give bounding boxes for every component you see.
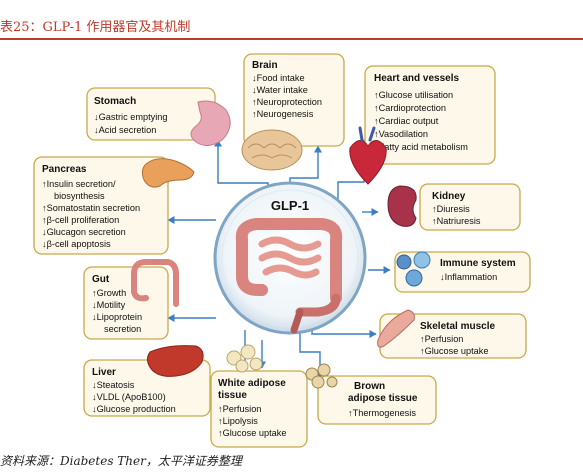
gut-item: ↑Growth: [92, 288, 126, 298]
kidney-title: Kidney: [432, 191, 466, 202]
stomach-title: Stomach: [94, 96, 136, 107]
gut-box: [83, 266, 169, 340]
pancreas-item: ↑Somatostatin secretion: [42, 203, 140, 213]
figure-header: 表25：GLP-1 作用器官及其机制: [0, 0, 583, 40]
pancreas-box: [33, 156, 169, 255]
brown-adipose-box: [317, 375, 437, 425]
immune-item: ↓Inflammation: [440, 272, 497, 282]
white-adipose-item: ↑Perfusion: [218, 404, 261, 414]
liver-icon: [146, 345, 204, 377]
muscle-node: Skeletal muscle ↑Perfusion ↑Glucose upta…: [377, 309, 527, 359]
heart-icon: [349, 126, 387, 185]
kidney-item: ↑Diuresis: [432, 204, 470, 214]
pancreas-item: ↑Insulin secretion/: [42, 179, 116, 189]
glp1-center: GLP-1: [213, 181, 367, 335]
brain-item: ↓Food intake: [252, 73, 305, 83]
stomach-node: Stomach ↓Gastric emptying ↓Acid secretio…: [86, 87, 231, 146]
gut-title: Gut: [92, 274, 110, 285]
brown-adipose-title-line2: adipose tissue: [348, 393, 418, 404]
pancreas-title: Pancreas: [42, 164, 87, 175]
kidney-box: [419, 183, 521, 231]
center-label: GLP-1: [271, 198, 309, 213]
white-adipose-item: ↑Lipolysis: [218, 416, 258, 426]
kidney-node: Kidney ↑Diuresis ↑Natriuresis: [387, 183, 521, 231]
white-adipose-box: [210, 370, 308, 448]
figure-source: 资料来源：Diabetes Ther，太平洋证券整理: [0, 454, 242, 468]
muscle-item: ↑Glucose uptake: [420, 346, 488, 356]
brain-item: ↓Water intake: [252, 85, 308, 95]
heart-box: [364, 65, 496, 165]
pancreas-item: ↓Glucagon secretion: [42, 227, 126, 237]
stomach-item: ↓Gastric emptying: [94, 112, 168, 122]
brown-adipose-title: Brown: [354, 381, 385, 392]
brain-item: ↑Neuroprotection: [252, 97, 322, 107]
white-adipose-title: White adipose: [218, 378, 286, 389]
heart-item: ↑Cardioprotection: [374, 103, 446, 113]
white-adipose-icon: [226, 344, 263, 373]
kidney-item: ↑Natriuresis: [432, 216, 481, 226]
liver-title: Liver: [92, 367, 116, 378]
gut-item: secretion: [104, 324, 141, 334]
heart-item: ↑Glucose utilisation: [374, 90, 453, 100]
gut-item: ↓Motility: [92, 300, 126, 310]
pancreas-item: ↓β-cell apoptosis: [42, 239, 111, 249]
pancreas-node: Pancreas ↑Insulin secretion/ biosynthesi…: [33, 156, 195, 255]
header-rule: [0, 38, 583, 40]
brain-node: Brain ↓Food intake ↓Water intake ↑Neurop…: [241, 53, 345, 171]
brown-adipose-icon: [305, 363, 338, 389]
pancreas-item: biosynthesis: [54, 191, 105, 201]
white-adipose-item: ↑Glucose uptake: [218, 428, 286, 438]
gut-item: ↓Lipoprotein: [92, 312, 142, 322]
brain-title: Brain: [252, 60, 278, 71]
immune-cells-icon: [396, 251, 431, 287]
brown-adipose-node: Brown adipose tissue ↑Thermogenesis: [305, 363, 437, 425]
brown-adipose-item: ↑Thermogenesis: [348, 408, 416, 418]
immune-title: Immune system: [440, 258, 516, 269]
muscle-item: ↑Perfusion: [420, 334, 463, 344]
stomach-icon: [190, 100, 231, 146]
kidney-icon: [387, 185, 417, 227]
stomach-item: ↓Acid secretion: [94, 125, 156, 135]
muscle-icon: [377, 309, 415, 348]
heart-title: Heart and vessels: [374, 73, 459, 84]
white-adipose-title-line2: tissue: [218, 390, 247, 401]
brain-icon: [241, 129, 303, 171]
gut-icon: [131, 259, 179, 307]
heart-item: ↑Cardiac output: [374, 116, 439, 126]
figure-title: 表25：GLP-1 作用器官及其机制: [0, 20, 191, 35]
white-adipose-node: White adipose tissue ↑Perfusion ↑Lipolys…: [210, 344, 308, 448]
heart-node: Heart and vessels ↑Glucose utilisation ↑…: [349, 65, 496, 185]
muscle-title: Skeletal muscle: [420, 321, 495, 332]
glp1-diagram: GLP-1 Stomach ↓Gastric emptying ↓Acid se…: [33, 53, 531, 448]
gut-node: Gut ↑Growth ↓Motility ↓Lipoprotein secre…: [83, 259, 179, 340]
liver-node: Liver ↓Steatosis ↓VLDL (ApoB100) ↓Glucos…: [83, 345, 211, 417]
pancreas-item: ↑β-cell proliferation: [42, 215, 119, 225]
immune-node: Immune system ↓Inflammation: [394, 251, 531, 293]
brain-item: ↑Neurogenesis: [252, 109, 314, 119]
pancreas-icon: [141, 158, 195, 188]
heart-item: ↑Vasodilation: [374, 129, 428, 139]
heart-item: ↓Fatty acid metabolism: [374, 142, 468, 152]
liver-item: ↓Glucose production: [92, 404, 176, 414]
intestine-icon: [235, 218, 343, 334]
liver-item: ↓Steatosis: [92, 380, 135, 390]
liver-item: ↓VLDL (ApoB100): [92, 392, 166, 402]
